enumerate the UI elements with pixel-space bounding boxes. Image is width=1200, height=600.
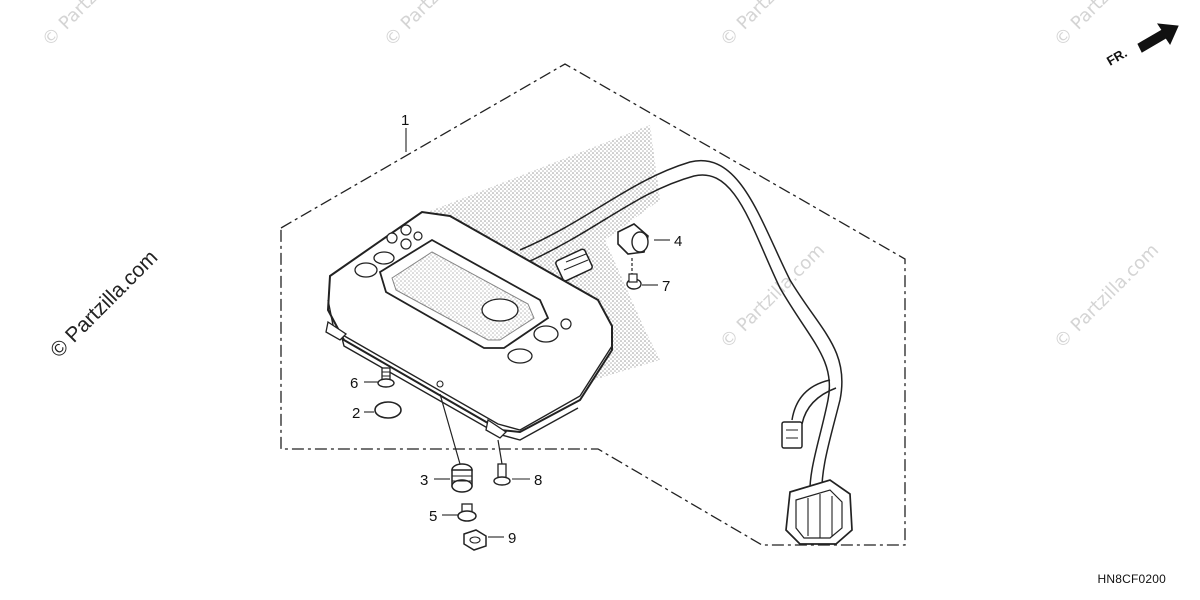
front-arrow-icon <box>1137 23 1179 53</box>
main-harness-plug <box>785 479 853 545</box>
callout-9: 9 <box>508 530 516 547</box>
callout-8: 8 <box>534 472 542 489</box>
callout-6: 6 <box>350 375 358 392</box>
branch-connector <box>781 421 803 449</box>
front-direction-indicator: FR. <box>1104 23 1179 69</box>
assembly-outline <box>280 63 906 546</box>
callout-3: 3 <box>420 472 428 489</box>
wire-harness <box>519 159 843 501</box>
callout-1: 1 <box>401 112 409 129</box>
front-label: FR. <box>1104 45 1130 68</box>
part-nut <box>463 529 487 551</box>
part-clamp <box>617 223 649 255</box>
part-screw-7 <box>626 258 642 290</box>
diagram-code: HN8CF0200 <box>1097 572 1166 586</box>
callout-leaders <box>364 128 670 538</box>
part-cap <box>374 401 402 419</box>
callout-2: 2 <box>352 405 360 422</box>
part-screw-8 <box>493 439 511 486</box>
callout-5: 5 <box>429 508 437 525</box>
part-grommet <box>439 393 473 493</box>
meter-assembly <box>325 210 613 441</box>
callout-4: 4 <box>674 233 682 250</box>
part-screw-6 <box>377 367 395 388</box>
part-collar <box>457 503 477 522</box>
meter-connector <box>555 248 593 282</box>
callout-7: 7 <box>662 278 670 295</box>
